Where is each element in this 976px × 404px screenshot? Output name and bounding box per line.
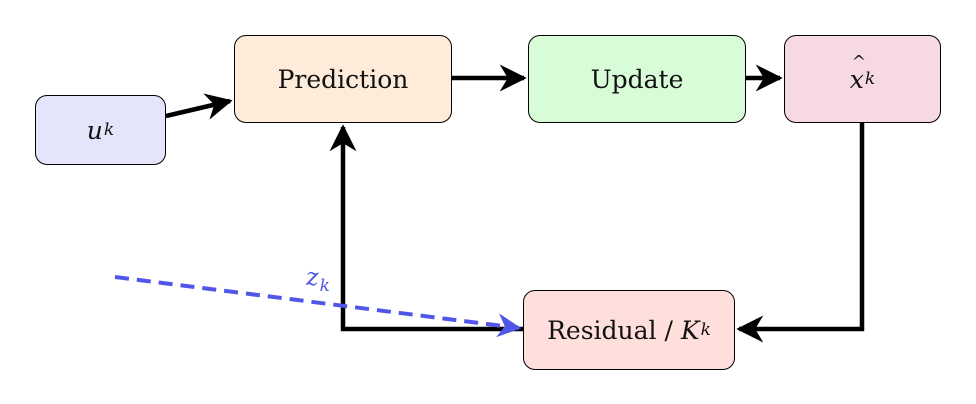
residual-node-var: K [680,315,700,345]
prediction-node-label: Prediction [277,64,409,94]
update-node: Update [528,35,746,123]
measurement-label: zk [306,263,330,296]
measurement-sub: k [319,276,330,296]
input-node-var: u [86,115,103,145]
edge-estimate-to-residual [736,123,865,343]
edge-residual-to-prediction [329,124,523,332]
edge-input-to-prediction [165,93,233,120]
estimate-node: xk [784,35,941,123]
edge-measurement-to-residual [114,275,522,338]
update-node-label: Update [590,64,684,94]
residual-node-label: Residual / [547,315,681,345]
residual-node-sub: k [700,320,711,340]
estimate-node-sub: k [864,69,876,89]
measurement-var: z [306,263,319,291]
prediction-node: Prediction [234,35,452,123]
estimate-node-var: x [850,52,866,94]
input-node-sub: k [103,120,115,140]
